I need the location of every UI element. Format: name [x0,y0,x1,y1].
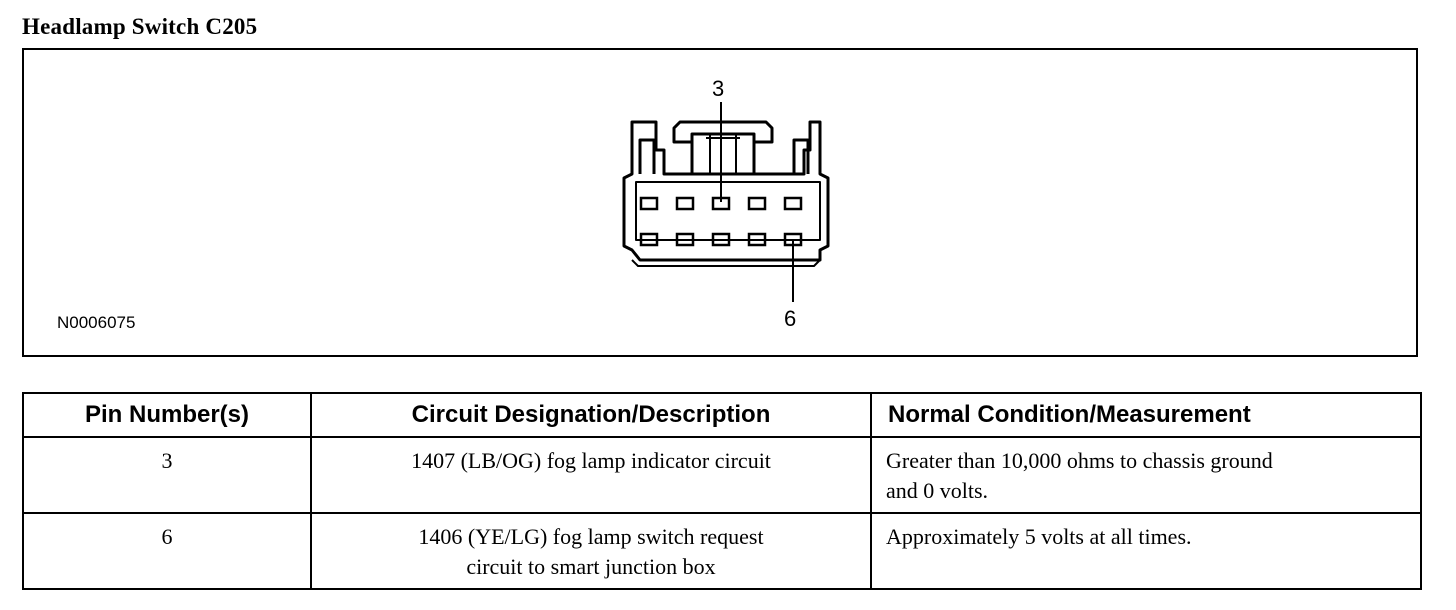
pin-number-cell: 6 [22,512,312,590]
circuit-description-cell: 1406 (YE/LG) fog lamp switch request cir… [310,512,872,590]
measurement-cell: Greater than 10,000 ohms to chassis grou… [870,436,1422,514]
pin-cavity [747,196,767,211]
diagram-reference-id: N0006075 [57,313,136,332]
table-row: 6 1406 (YE/LG) fog lamp switch request c… [22,512,1422,590]
pin-cavity [783,196,803,211]
table-header-row: Pin Number(s) Circuit Designation/Descri… [22,392,1422,438]
measurement-line: Greater than 10,000 ohms to chassis grou… [886,448,1273,473]
header-pin-number: Pin Number(s) [22,392,312,438]
pin-cavity [675,232,695,247]
header-normal-condition: Normal Condition/Measurement [870,392,1422,438]
connector-diagram-panel: 3 6 N0006075 [22,48,1418,357]
description-line: 1407 (LB/OG) fog lamp indicator circuit [411,448,771,473]
page-title: Headlamp Switch C205 [22,14,258,39]
pin-cavity [675,196,695,211]
connector-diagram [622,102,830,302]
connector-outline [622,120,830,267]
pin-callout-6: 6 [784,306,797,331]
pin-table: Pin Number(s) Circuit Designation/Descri… [22,392,1422,590]
pin-cavity [639,196,659,211]
pin-cavity [747,232,767,247]
pin-number-cell: 3 [22,436,312,514]
pin-cavity [711,232,731,247]
circuit-description-cell: 1407 (LB/OG) fog lamp indicator circuit [310,436,872,514]
pin-cavity [639,232,659,247]
description-line: circuit to smart junction box [466,554,716,579]
description-line: 1406 (YE/LG) fog lamp switch request [418,524,764,549]
measurement-line: and 0 volts. [886,478,989,503]
pin-row-1 [639,196,803,211]
table-row: 3 1407 (LB/OG) fog lamp indicator circui… [22,436,1422,514]
header-circuit-description: Circuit Designation/Description [310,392,872,438]
measurement-cell: Approximately 5 volts at all times. [870,512,1422,590]
measurement-line: Approximately 5 volts at all times. [886,524,1192,549]
pin-callout-3: 3 [712,76,725,101]
